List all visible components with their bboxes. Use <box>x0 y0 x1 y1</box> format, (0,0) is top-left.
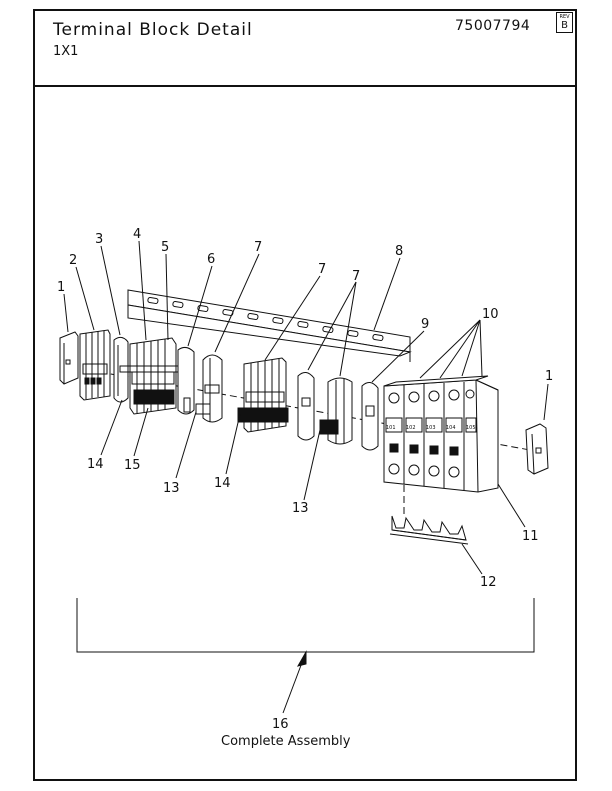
callout-12: 12 <box>480 575 497 590</box>
callout-16: 16 <box>272 717 289 732</box>
assembly-caption: Complete Assembly <box>221 734 351 749</box>
terminal-label: 102 <box>406 425 416 431</box>
callout-15: 15 <box>124 458 141 473</box>
callout-4: 4 <box>133 227 141 242</box>
end-plate-6 <box>177 346 195 415</box>
revision-box: REV B <box>556 12 573 33</box>
callout-9: 9 <box>421 317 429 332</box>
terminal-label: 101 <box>386 425 396 431</box>
drawing-frame: Terminal Block Detail 1X1 75007794 REV B <box>33 9 577 781</box>
title-block: Terminal Block Detail 1X1 75007794 REV B <box>35 11 575 87</box>
callout-labels: 1 2 3 4 5 6 7 7 7 8 9 10 1 14 15 13 14 1… <box>57 227 553 749</box>
callout-1-right: 1 <box>545 369 553 384</box>
callout-2: 2 <box>69 253 77 268</box>
callout-7a: 7 <box>254 240 262 255</box>
terminal-block-group-2 <box>79 329 111 401</box>
callout-13b: 13 <box>292 501 309 516</box>
terminal-separator-7c <box>297 372 315 441</box>
terminal-block-7d <box>319 377 353 445</box>
callout-8: 8 <box>395 244 403 259</box>
jumper-bar-12 <box>389 515 469 545</box>
callout-6: 6 <box>207 252 215 267</box>
callout-7b: 7 <box>318 262 326 277</box>
end-cap-right <box>525 423 549 475</box>
circuit-breaker-module: 101 102 103 104 105 <box>383 375 499 493</box>
din-rail <box>127 289 412 362</box>
assembly-bracket <box>76 598 535 714</box>
terminal-label: 103 <box>426 425 436 431</box>
callout-3: 3 <box>95 232 103 247</box>
callout-11: 11 <box>522 529 539 544</box>
end-cap-left <box>59 331 79 385</box>
terminal-block-7a <box>195 354 223 423</box>
separator-plate-3 <box>113 336 129 403</box>
callout-13a: 13 <box>163 481 180 496</box>
callout-14b: 14 <box>214 476 231 491</box>
revision-label: REV <box>559 14 570 20</box>
document-number: 75007794 <box>455 18 531 34</box>
terminal-label: 104 <box>446 425 456 431</box>
terminal-block-group-4 <box>119 337 181 415</box>
revision-value: B <box>561 20 568 31</box>
terminal-block-group-7b <box>237 357 289 433</box>
callout-5: 5 <box>161 240 169 255</box>
callout-14a: 14 <box>87 457 104 472</box>
callout-1: 1 <box>57 280 65 295</box>
terminal-label: 105 <box>466 425 476 431</box>
callout-10: 10 <box>482 307 499 322</box>
callout-7c: 7 <box>352 269 360 284</box>
drawing-subtitle: 1X1 <box>53 44 79 59</box>
drawing-title: Terminal Block Detail <box>53 20 253 40</box>
leader-lines <box>63 240 549 575</box>
end-clamp-9 <box>361 382 379 451</box>
